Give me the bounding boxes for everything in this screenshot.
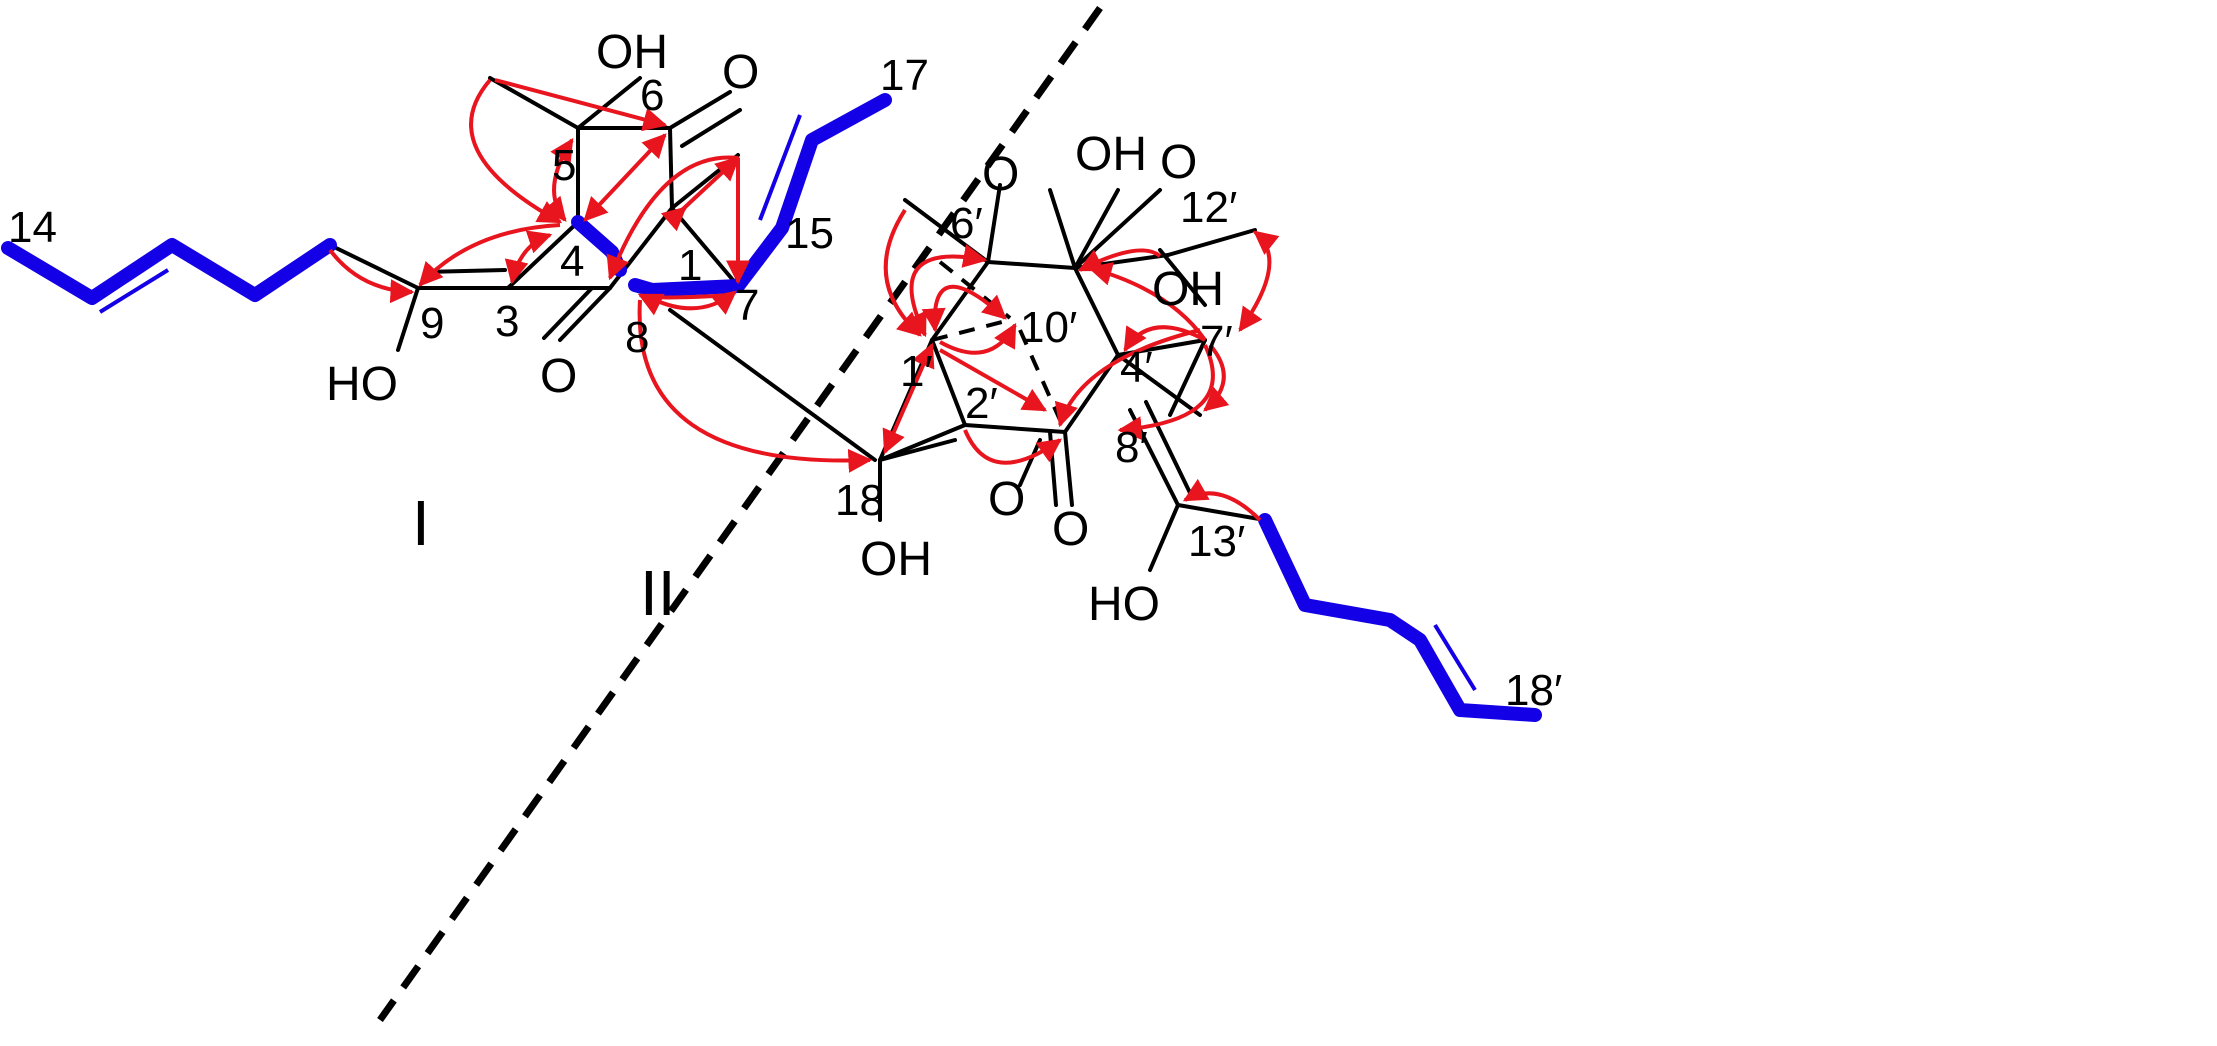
atom-label: 3 <box>495 297 519 346</box>
group-labels-fragment-I: OH O HO O <box>326 26 759 411</box>
atom-label: 5 <box>552 141 576 190</box>
atom-label: 10′ <box>1020 303 1077 352</box>
group-label: O <box>988 473 1025 526</box>
atom-label: 18′ <box>1505 666 1562 715</box>
group-label: O <box>540 350 577 403</box>
group-label: OH <box>860 533 932 586</box>
atom-label: 18 <box>835 476 884 525</box>
group-label: O <box>722 46 759 99</box>
atom-label: 17 <box>880 51 929 100</box>
fragment-labels: I II <box>412 487 676 629</box>
atom-label: 12′ <box>1180 183 1237 232</box>
atom-label: 14 <box>8 203 57 252</box>
atom-label: 1 <box>678 241 702 290</box>
group-label: OH <box>1075 128 1147 181</box>
atom-label: 15 <box>785 209 834 258</box>
atom-label: 8 <box>625 313 649 362</box>
atom-label: 6 <box>640 71 664 120</box>
group-label: OH <box>1152 263 1224 316</box>
atom-label: 7 <box>735 281 759 330</box>
atom-label: 1′ <box>900 347 933 396</box>
atom-label: 2′ <box>965 379 998 428</box>
hmbc-arrows <box>328 78 1280 522</box>
fragment-label-I: I <box>412 487 430 559</box>
group-label: O <box>1160 136 1197 189</box>
group-label: O <box>982 148 1019 201</box>
atom-labels-fragment-II: 6′ 10′ 12′ 1′ 2′ 4′ 7′ 8′ 13′ 18 18′ <box>835 183 1562 715</box>
group-label: HO <box>1088 578 1160 631</box>
atom-label: 13′ <box>1188 517 1245 566</box>
group-label: O <box>1052 503 1089 556</box>
atom-label: 8′ <box>1115 423 1148 472</box>
group-label: HO <box>326 358 398 411</box>
atom-label: 7′ <box>1200 317 1233 366</box>
cosy-bonds <box>1 93 1542 722</box>
atom-labels-fragment-I: 14 9 3 4 5 6 1 7 8 15 17 <box>8 51 929 362</box>
group-labels-fragment-II: OH O OH O OH O O OH HO <box>860 128 1224 631</box>
atom-label: 4 <box>560 237 584 286</box>
fragment-label-II: II <box>640 557 676 629</box>
atom-label: 9 <box>420 299 444 348</box>
atom-label: 4′ <box>1120 343 1153 392</box>
group-label: OH <box>596 26 668 79</box>
atom-label: 6′ <box>950 199 983 248</box>
